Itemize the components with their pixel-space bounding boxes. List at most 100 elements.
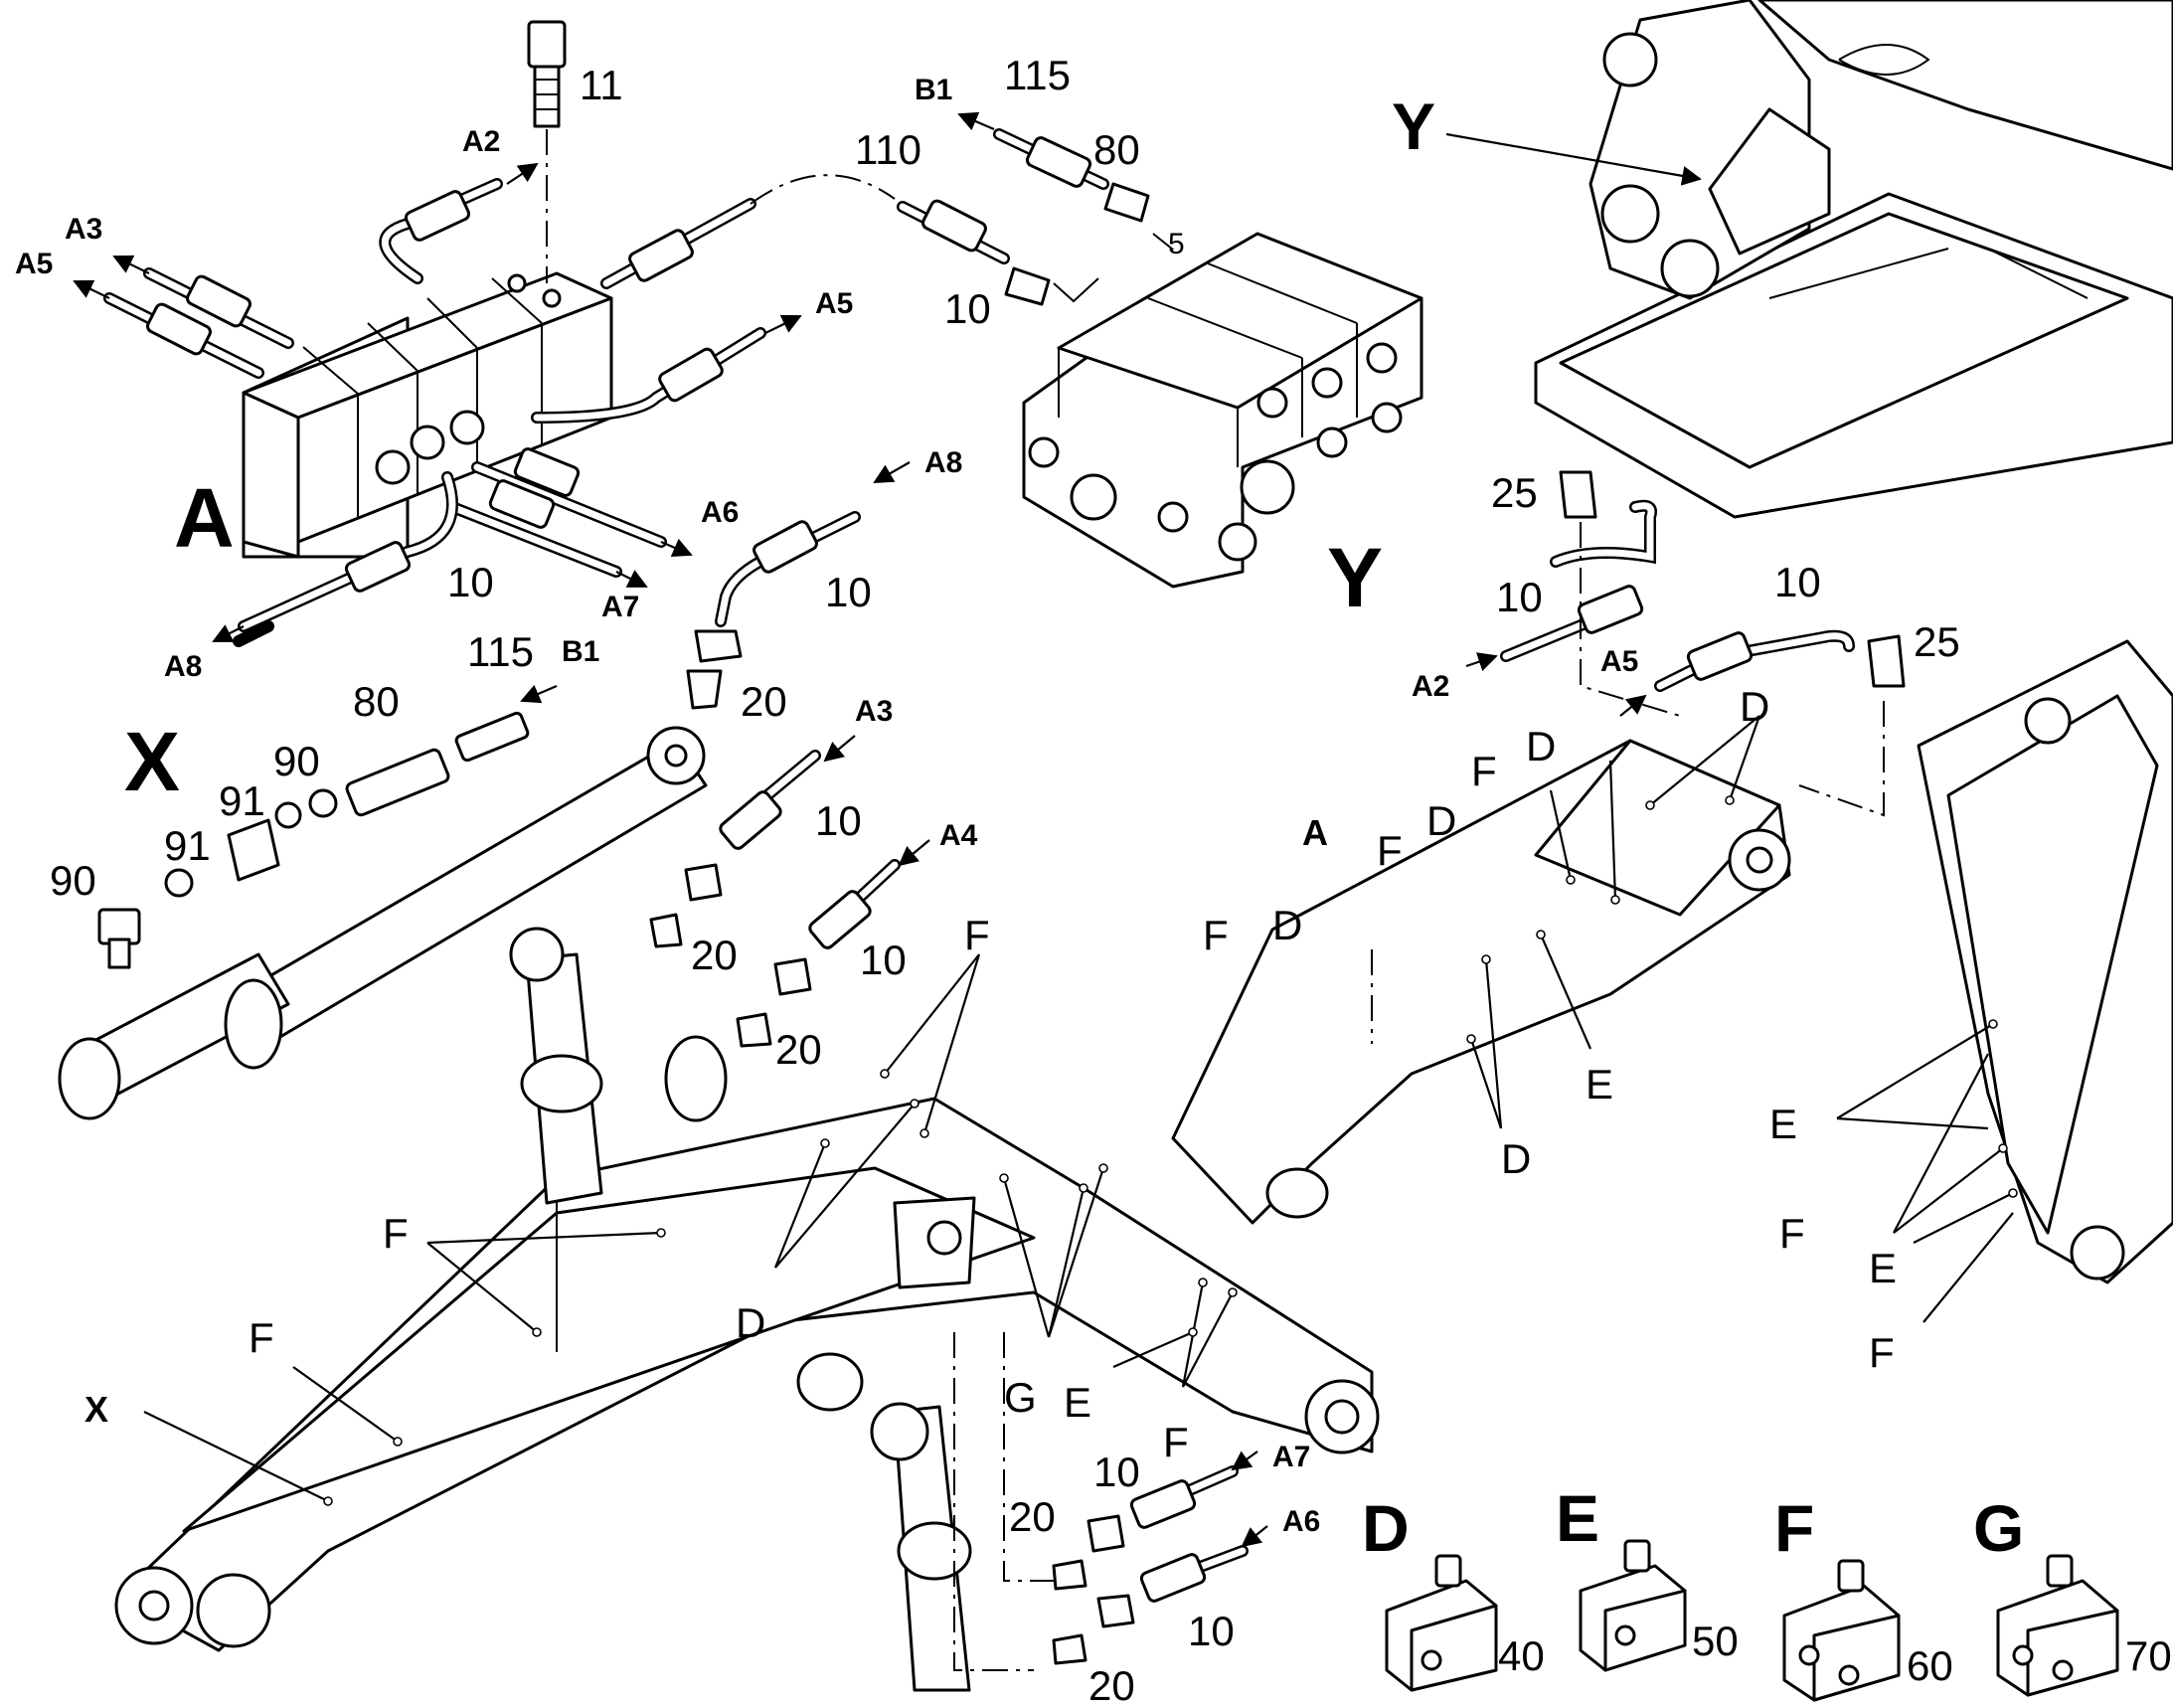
label-a-on-arm: A [1302,812,1328,853]
legend-letter-f: F [1774,1491,1814,1565]
x-fittings [97,711,530,969]
grease-f-2: F [383,1210,409,1257]
grease-d-4: D [1526,723,1556,769]
grease-d-2: D [1272,902,1302,948]
port-a5-right: A5 [1600,645,1638,678]
valve-feed-pipes [750,128,1179,306]
part-number-labels: 11 115 80 110 5 10 10 10 115 80 20 90 91… [50,52,2172,1708]
grease-f-6: F [1377,827,1403,874]
right-arm [1917,639,2173,1284]
grease-f-5: F [1203,912,1229,958]
grease-f-7: F [1471,748,1497,794]
legend-letter-d: D [1362,1491,1410,1565]
port-a3: A3 [65,213,102,246]
upper-frame [1534,0,2173,519]
port-a4: A5 [15,248,53,280]
port-a2-right: A2 [1412,670,1449,703]
port-a2: A2 [462,125,500,158]
port-a5: A5 [815,287,853,320]
assembly-labels: A X Y Y A X [84,89,1435,1430]
part-20-a6: 20 [1088,1662,1135,1703]
grease-d-3: D [1426,797,1456,844]
legend-letter-g: G [1973,1491,2024,1565]
legend-letter-e: E [1556,1481,1599,1555]
legend-part-40 [1385,1554,1498,1692]
grease-f-4: F [1163,1419,1189,1465]
legend-part-60 [1782,1559,1901,1702]
part-20-a4: 20 [775,1026,822,1073]
part-90-b: 90 [50,857,96,904]
label-assembly-a: A [174,471,235,565]
part-10-a6: 10 [1188,1608,1235,1654]
legend-num-70: 70 [2125,1632,2172,1679]
part-91-a: 91 [219,777,265,824]
grease-f-8: F [1779,1210,1805,1257]
label-assembly-y: Y [1327,531,1383,624]
legend-part-70 [1996,1554,2119,1697]
grease-point-labels: F F F D G E F F D F D F D D E D E F E F [249,683,1897,1465]
lower-pipe-sets [649,750,1249,1671]
middle-arm [1171,739,1791,1225]
grease-e-4: E [1869,1245,1897,1291]
part-10-valve: 10 [944,285,991,332]
label-assembly-x: X [124,715,180,808]
valve-bank-y [1022,232,1423,589]
bolt-11 [527,20,567,283]
part-25-left: 25 [1491,469,1538,516]
part-10-a3: 10 [815,797,862,844]
grease-g: G [1004,1374,1037,1421]
port-a6-lower: A6 [1282,1505,1320,1538]
port-a7-lower: A7 [1272,1441,1310,1473]
part-80-lower: 80 [353,678,400,725]
part-10-right-a: 10 [1496,574,1543,620]
part-25-right: 25 [1914,618,1960,665]
grease-f-3: F [249,1314,274,1361]
part-115-lower: 115 [467,628,534,675]
label-y-pointer: Y [1392,89,1435,163]
label-x-on-arm: X [84,1389,108,1430]
mid-right-pipes [1500,470,1906,817]
grease-f-9: F [1869,1329,1895,1376]
port-a4-lower: A4 [939,819,978,852]
grease-e-1: E [1064,1379,1091,1426]
part-10-a4: 10 [860,937,907,983]
part-20-a3: 20 [691,932,738,978]
x-feed-pipe [686,511,861,710]
part-91-b: 91 [164,822,211,869]
grease-e-2: E [1586,1061,1613,1108]
port-a6: A6 [701,496,739,529]
distributor-block-a [242,271,613,559]
legend-num-40: 40 [1498,1632,1545,1679]
part-10-right-b: 10 [1774,559,1821,605]
port-a8: A8 [164,650,202,683]
grease-d-5: D [1740,683,1769,730]
port-b1: B1 [915,74,952,106]
port-b1-lower: B1 [562,635,599,668]
block-a-fittings [146,190,724,593]
legend-num-50: 50 [1692,1618,1739,1664]
grease-dots [323,795,2018,1506]
grease-d-6: D [1501,1135,1531,1182]
legend-letters: D E F G [1362,1481,2024,1565]
part-20-a7: 20 [1009,1493,1056,1540]
block-a-pipes [103,178,766,647]
part-110: 110 [855,126,921,173]
legend-part-50 [1579,1539,1687,1672]
part-90-a: 90 [273,738,320,784]
part-5: 5 [1168,228,1185,260]
legend-parts [1385,1539,2119,1702]
part-10-a7: 10 [1093,1449,1140,1495]
part-10-xfeed: 10 [825,569,872,615]
port-a3-lower: A3 [855,695,893,728]
port-a7: A7 [601,591,639,623]
grease-f-1: F [964,912,990,958]
part-10-block: 10 [447,559,494,605]
port-a8-right: A8 [924,446,962,479]
part-11: 11 [580,62,623,108]
grease-e-3: E [1769,1101,1797,1147]
grease-d-1: D [736,1299,765,1346]
legend-num-60: 60 [1907,1642,1953,1689]
cylinder-x [58,726,708,1120]
